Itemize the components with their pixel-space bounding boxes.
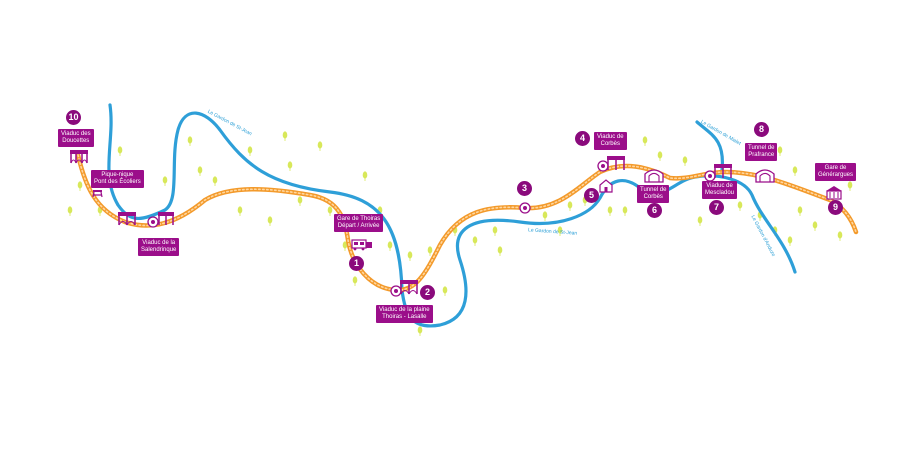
tree-icon xyxy=(297,196,303,206)
railway-layer xyxy=(75,152,859,293)
tree-icon xyxy=(557,226,563,236)
tree-icon xyxy=(162,176,168,186)
stop-number-1[interactable]: 1 xyxy=(349,256,364,271)
tree-icon xyxy=(797,206,803,216)
pin-icon[interactable] xyxy=(597,160,609,172)
tree-icon xyxy=(237,206,243,216)
tree-icon xyxy=(697,216,703,226)
tree-icon xyxy=(812,221,818,231)
tree-icon xyxy=(407,251,413,261)
label-gare-generargues: Gare de Générargues xyxy=(815,163,857,181)
tree-icon xyxy=(212,176,218,186)
label-viaduc-corbes: Viaduc de Corbès xyxy=(594,132,627,150)
stop-number-3[interactable]: 3 xyxy=(517,181,532,196)
tree-icon xyxy=(777,146,783,156)
tree-icon xyxy=(187,136,193,146)
train-icon[interactable] xyxy=(351,239,372,251)
tree-icon xyxy=(282,131,288,141)
tree-icon xyxy=(67,206,73,216)
tree-icon xyxy=(77,181,83,191)
stop-number-6[interactable]: 6 xyxy=(647,203,662,218)
stop-number-9[interactable]: 9 xyxy=(828,200,843,215)
river-gardon-st-jean-west xyxy=(107,103,404,292)
tree-icon xyxy=(542,211,548,221)
label-gare-thoiras: Gare de Thoiras Départ / Arrivée xyxy=(334,214,384,232)
viaduct-icon[interactable] xyxy=(400,280,418,295)
tree-icon xyxy=(317,141,323,151)
tree-icon xyxy=(787,236,793,246)
viaduct-icon[interactable] xyxy=(714,164,732,178)
label-tunnel-prafrance: Tunnel de Prafrance xyxy=(745,143,778,161)
tree-icon xyxy=(197,166,203,176)
river-gardon-st-jean-east xyxy=(400,174,797,328)
label-pique-nique-pont-ecoliers: Pique-nique Pont des Écoliers xyxy=(91,170,144,188)
tree-icon xyxy=(682,156,688,166)
railway-ties xyxy=(77,154,857,291)
pin-icon[interactable] xyxy=(704,170,716,182)
tunnel-icon[interactable] xyxy=(755,169,775,183)
tree-icon xyxy=(427,246,433,256)
tree-icon xyxy=(247,146,253,156)
tree-icon xyxy=(567,201,573,211)
tree-icon xyxy=(792,166,798,176)
tree-icon xyxy=(327,206,333,216)
tree-icon xyxy=(607,206,613,216)
viaduct-icon[interactable] xyxy=(118,212,136,226)
church-icon[interactable] xyxy=(599,179,613,193)
pin-icon[interactable] xyxy=(390,285,402,297)
tree-icon xyxy=(847,181,853,191)
stop-number-2[interactable]: 2 xyxy=(420,285,435,300)
tunnel-icon[interactable] xyxy=(644,169,664,183)
tree-icon xyxy=(737,201,743,211)
station-icon[interactable] xyxy=(826,186,842,200)
label-viaduc-salendrinque: Viaduc de la Salendrinque xyxy=(138,238,180,256)
stop-number-5[interactable]: 5 xyxy=(584,188,599,203)
stop-number-4[interactable]: 4 xyxy=(575,131,590,146)
tree-icon xyxy=(287,161,293,171)
viaduct-icon[interactable] xyxy=(607,156,625,170)
tree-icon xyxy=(622,206,628,216)
label-viaduc-plaine: Viaduc de la plaine Thoiras - Lasalle xyxy=(376,305,433,323)
rivers-layer xyxy=(107,103,797,328)
label-tunnel-corbes: Tunnel de Corbès xyxy=(637,185,670,203)
tree-icon xyxy=(387,241,393,251)
trees-layer xyxy=(67,131,853,336)
pin-icon[interactable] xyxy=(519,202,531,214)
viaduct-icon[interactable] xyxy=(70,150,88,164)
tree-icon xyxy=(362,171,368,181)
pin-icon[interactable] xyxy=(147,216,159,228)
viaduct-icon[interactable] xyxy=(158,212,174,225)
tree-icon xyxy=(657,151,663,161)
tree-icon xyxy=(492,226,498,236)
tree-icon xyxy=(267,216,273,226)
stop-number-10[interactable]: 10 xyxy=(66,110,81,125)
river-gardon-mialet xyxy=(695,120,725,172)
label-viaduc-doucettes: Viaduc des Doucettes xyxy=(58,129,94,147)
icons-layer xyxy=(70,150,842,297)
tree-icon xyxy=(472,236,478,246)
tree-icon xyxy=(837,231,843,241)
stop-number-7[interactable]: 7 xyxy=(709,200,724,215)
tree-icon xyxy=(442,286,448,296)
stop-number-8[interactable]: 8 xyxy=(754,122,769,137)
tree-icon xyxy=(352,276,358,286)
label-viaduc-mescladou: Viaduc de Mescladou xyxy=(702,181,738,199)
picnic-icon[interactable] xyxy=(92,190,103,198)
tree-icon xyxy=(117,146,123,156)
tree-icon xyxy=(342,241,348,251)
railway-line xyxy=(75,152,859,293)
tree-icon xyxy=(642,136,648,146)
tree-icon xyxy=(497,246,503,256)
tree-icon xyxy=(417,326,423,336)
